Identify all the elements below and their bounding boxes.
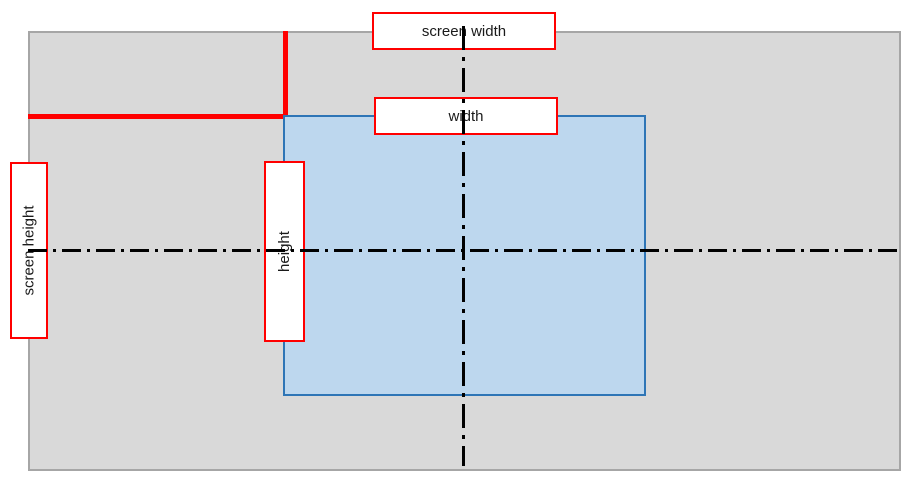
screen-height-label: screen height (10, 162, 48, 339)
window-rect (283, 115, 646, 396)
red-position-line-vertical (283, 31, 288, 119)
width-label-text: width (448, 107, 484, 125)
screen-width-label: screen width (372, 12, 556, 50)
red-position-line-horizontal (28, 114, 288, 119)
screen-width-label-text: screen width (421, 22, 507, 40)
screen-height-label-text: screen height (20, 205, 38, 296)
height-label-text: height (276, 231, 293, 272)
height-label: height (264, 161, 305, 342)
width-label: width (374, 97, 558, 135)
